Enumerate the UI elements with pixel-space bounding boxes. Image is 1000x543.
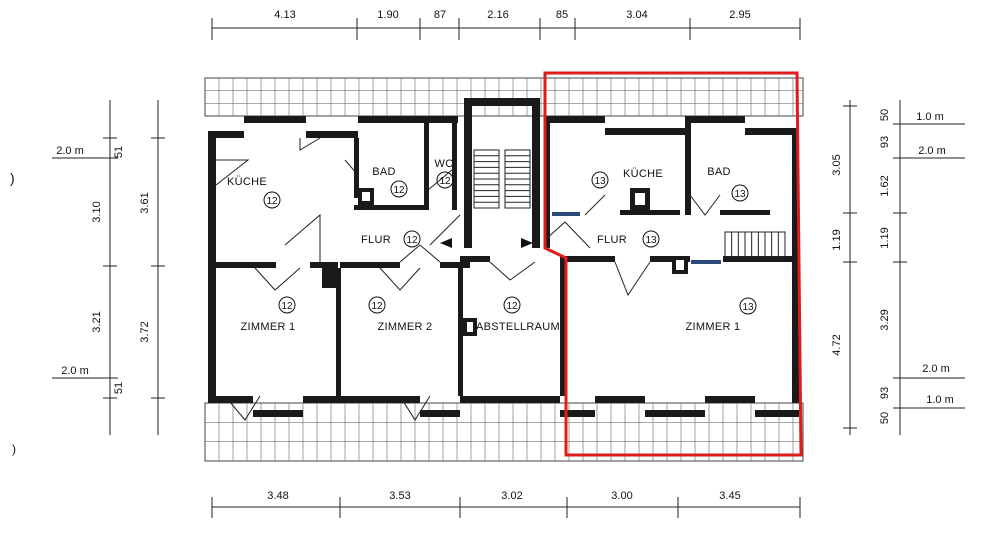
left-dimension-lines: 51 3.10 3.21 51 3.61 3.72 2.0 m 2.0 m <box>52 100 165 435</box>
unit-circle-kuche-left <box>263 191 281 209</box>
dim-left-310: 3.10 <box>91 201 103 222</box>
dim-right-note-4: 1.0 m <box>926 394 954 406</box>
room-label-bad-right: BAD <box>707 166 731 178</box>
unit-number: 12 <box>439 176 451 187</box>
dim-top-4: 2.16 <box>487 9 508 21</box>
room-label-wc: WC <box>435 158 454 170</box>
door-swings <box>215 137 721 421</box>
wall-right <box>792 131 799 403</box>
dim-top-2: 1.90 <box>377 9 398 21</box>
dim-left-372: 3.72 <box>139 321 151 342</box>
dim-right-50-top: 50 <box>879 109 891 121</box>
dim-right-93-bottom: 93 <box>879 387 891 399</box>
dim-right-162: 1.62 <box>879 175 891 196</box>
dim-right-93-top: 93 <box>879 136 891 148</box>
unit-number: 12 <box>506 301 518 312</box>
dim-bottom-5: 3.45 <box>719 490 740 502</box>
unit-circle-bad-left <box>390 180 408 198</box>
room-label-kuche-right: KÜCHE <box>623 168 663 180</box>
right-dimension-lines: 3.05 1.19 4.72 50 93 1.62 1.19 3.29 93 5… <box>831 100 965 435</box>
room-label-abstellraum: ABSTELLRAUM <box>476 321 560 333</box>
interior-walls <box>216 123 793 396</box>
roof-hatch-top <box>204 77 804 117</box>
unit-number: 12 <box>371 301 383 312</box>
room-label-zimmer1-left: ZIMMER 1 <box>241 321 296 333</box>
stairs-right <box>724 231 786 259</box>
dim-left-361: 3.61 <box>139 192 151 213</box>
unit-number: 13 <box>594 176 606 187</box>
dim-left-note-bottom: 2.0 m <box>61 365 89 377</box>
unit-circle-flur-left <box>403 230 421 248</box>
unit-circle-wc <box>436 171 454 189</box>
unit-numbers: 12 12 12 12 12 12 12 13 13 13 13 <box>266 176 754 313</box>
dim-bottom-4: 3.00 <box>611 490 632 502</box>
unit-circle-bad-right <box>731 184 749 202</box>
dim-top-1: 4.13 <box>274 9 295 21</box>
unit-number: 13 <box>742 302 754 313</box>
dim-top-7: 2.95 <box>729 9 750 21</box>
dim-right-472: 4.72 <box>831 334 843 355</box>
dim-bottom-2: 3.53 <box>389 490 410 502</box>
unit-circle-flur-right <box>642 230 660 248</box>
room-label-zimmer2: ZIMMER 2 <box>378 321 433 333</box>
stairs-main <box>473 149 531 209</box>
unit-number: 13 <box>645 235 657 246</box>
room-label-kuche-left: KÜCHE <box>227 176 267 188</box>
dim-top-3: 87 <box>434 9 446 21</box>
bottom-dimension-line: 3.48 3.53 3.02 3.00 3.45 <box>211 490 801 518</box>
unit-number: 13 <box>734 189 746 200</box>
unit-circle-abstellraum <box>503 296 521 314</box>
room-labels: KÜCHE BAD WC FLUR ZIMMER 1 ZIMMER 2 ABST… <box>227 158 740 333</box>
dim-right-119b: 1.19 <box>879 227 891 248</box>
top-dimension-line: 4.13 1.90 87 2.16 85 3.04 2.95 <box>211 9 801 40</box>
dim-left-note-top: 2.0 m <box>56 145 84 157</box>
margin-mark-bottom: ) <box>12 442 16 456</box>
dim-bottom-3: 3.02 <box>501 490 522 502</box>
room-label-zimmer1-right: ZIMMER 1 <box>686 321 741 333</box>
unit-number: 12 <box>266 196 278 207</box>
dim-left-51-bottom: 51 <box>113 382 125 394</box>
unit-circle-zimmer2 <box>368 296 386 314</box>
unit-number: 12 <box>406 235 418 246</box>
dim-top-5: 85 <box>556 9 568 21</box>
dim-right-119: 1.19 <box>831 229 843 250</box>
room-label-flur-left: FLUR <box>361 234 391 246</box>
unit-number: 12 <box>393 185 405 196</box>
dim-top-6: 3.04 <box>626 9 647 21</box>
dim-right-50-bottom: 50 <box>879 412 891 424</box>
highlight-outline <box>543 71 803 457</box>
unit-number: 12 <box>281 301 293 312</box>
stair-arrows <box>440 238 533 248</box>
unit-number-circles <box>263 171 757 315</box>
dim-right-note-2: 2.0 m <box>918 145 946 157</box>
wall-left <box>208 131 216 403</box>
dim-left-321: 3.21 <box>91 311 103 332</box>
dim-bottom-1: 3.48 <box>267 490 288 502</box>
room-label-flur-right: FLUR <box>597 234 627 246</box>
unit-circle-zimmer1-left <box>278 296 296 314</box>
dim-right-305: 3.05 <box>831 154 843 175</box>
margin-mark-top: ) <box>10 170 15 186</box>
unit-circle-kuche-right <box>591 171 609 189</box>
unit-circle-zimmer1-right <box>739 297 757 315</box>
dim-right-note-3: 2.0 m <box>922 363 950 375</box>
dim-right-329: 3.29 <box>879 309 891 330</box>
dim-left-51-top: 51 <box>113 146 125 158</box>
building-walls <box>208 98 799 417</box>
room-label-bad-left: BAD <box>372 166 396 178</box>
dim-right-note-1: 1.0 m <box>916 111 944 123</box>
